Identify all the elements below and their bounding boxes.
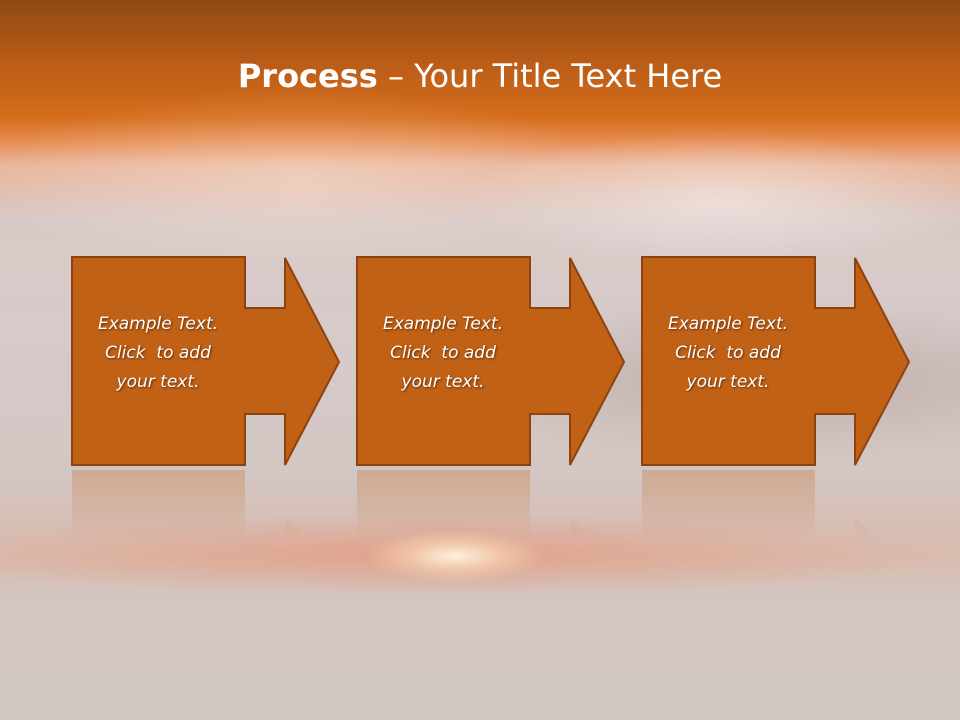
step-2-reflection [357,470,588,540]
step-1-line-2: Click to add [105,343,211,363]
step-3-line-2: Click to add [675,343,781,363]
title-rest-part: – Your Title Text Here [377,57,723,95]
step-1-line-1: Example Text. [97,314,219,334]
step-1-text[interactable]: Example Text. Click to add your text. [71,310,245,397]
step-3-text[interactable]: Example Text. Click to add your text. [641,310,815,397]
process-step-2[interactable]: Example Text. Click to add your text. [356,256,626,468]
process-step-1[interactable]: Example Text. Click to add your text. [71,256,341,468]
box-arrow-shape-2 [356,256,626,466]
step-3-reflection [642,470,873,540]
process-step-3[interactable]: Example Text. Click to add your text. [641,256,911,468]
step-2-line-2: Click to add [390,343,496,363]
step-2-line-1: Example Text. [382,314,504,334]
step-1-line-3: your text. [116,372,200,392]
step-1-reflection [72,470,303,540]
step-3-line-1: Example Text. [667,314,789,334]
title-bold-part: Process [237,57,378,95]
slide-title[interactable]: Process – Your Title Text Here [0,50,960,102]
step-3-line-3: your text. [686,372,770,392]
step-2-text[interactable]: Example Text. Click to add your text. [356,310,530,397]
box-arrow-shape-3 [641,256,911,466]
box-arrow-shape-1 [71,256,341,466]
step-2-line-3: your text. [401,372,485,392]
